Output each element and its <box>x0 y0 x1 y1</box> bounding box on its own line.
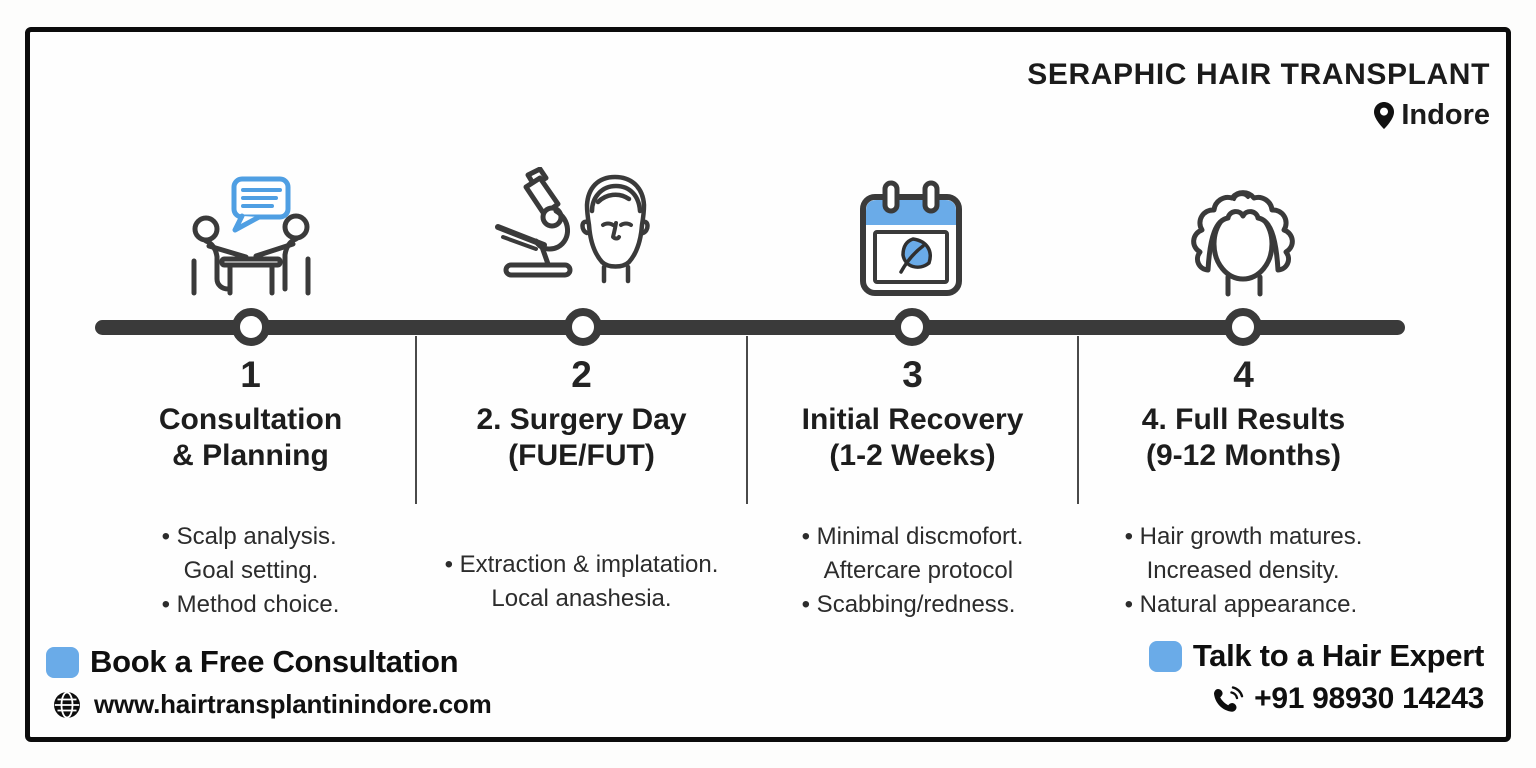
bullet-line: • Minimal discmofort. <box>801 523 1024 550</box>
location-pin-icon <box>1374 102 1395 129</box>
step-title: 4. Full Results (9-12 Months) <box>1125 402 1363 474</box>
step-title-line: (1-2 Weeks) <box>829 439 996 472</box>
step-1-consultation: 1 Consultation & Planning • Scalp analys… <box>159 352 342 622</box>
talk-expert-label: Talk to a Hair Expert <box>1192 638 1484 673</box>
blue-square-bullet <box>46 646 79 678</box>
phone-row: +91 98930 14243 <box>1149 682 1484 716</box>
recovery-calendar-icon <box>855 177 970 302</box>
brand-location-label: Indore <box>1401 99 1490 131</box>
bullet-line: • Scabbing/redness. <box>801 591 1016 618</box>
bullet-line: • Natural appearance. <box>1124 591 1358 618</box>
section-divider <box>415 336 417 504</box>
step-number: 4 <box>1233 354 1254 395</box>
step-title-line: 4. Full Results <box>1141 403 1346 436</box>
bullet-line: • Hair growth matures. <box>1124 523 1363 550</box>
step-title: 2. Surgery Day (FUE/FUT) <box>445 402 719 474</box>
steps-row: 1 Consultation & Planning • Scalp analys… <box>85 352 1409 622</box>
step-number: 3 <box>902 354 923 395</box>
website-row: www.hairtransplantinindore.com <box>46 689 492 720</box>
bullet-line: • Scalp analysis. <box>161 523 337 550</box>
timeline-node-2 <box>564 308 602 346</box>
timeline-node-1 <box>232 308 270 346</box>
brand-header: SERAPHIC HAIR TRANSPLANT Indore <box>1027 58 1490 132</box>
blue-square-bullet <box>1148 640 1182 672</box>
section-divider <box>1077 336 1079 504</box>
bullet-line: Increased density. <box>1146 557 1340 584</box>
bullet-line: • Extraction & implatation. <box>444 551 719 578</box>
bullet-line: Aftercare protocol <box>823 557 1014 584</box>
website-url: www.hairtransplantinindore.com <box>94 689 492 719</box>
globe-icon <box>54 691 80 718</box>
timeline-node-4 <box>1224 308 1262 346</box>
step-3-initial-recovery: 3 Initial Recovery (1-2 Weeks) • Minimal… <box>802 352 1024 622</box>
step-icons-row <box>85 148 1409 302</box>
surgery-microscope-icon <box>482 167 682 302</box>
step-title: Consultation & Planning <box>159 402 342 474</box>
book-consultation-label: Book a Free Consultation <box>90 644 459 679</box>
brand-name: SERAPHIC HAIR TRANSPLANT <box>1027 58 1490 91</box>
full-results-icon <box>1186 172 1302 302</box>
step-title-line: 2. Surgery Day <box>476 403 687 436</box>
book-consultation-row: Book a Free Consultation <box>46 644 492 680</box>
step-title-line: Initial Recovery <box>801 403 1024 436</box>
bullet-line: Local anashesia. <box>491 585 672 612</box>
timeline-bar <box>95 320 1405 335</box>
step-title-line: (FUE/FUT) <box>508 439 655 472</box>
section-divider <box>746 336 748 504</box>
bullet-line: Goal setting. <box>183 557 319 584</box>
step-bullets: • Scalp analysis. Goal setting. • Method… <box>162 520 340 622</box>
step-title: Initial Recovery (1-2 Weeks) <box>802 402 1024 474</box>
step-title-line: Consultation <box>158 403 343 436</box>
step-number: 1 <box>240 354 261 395</box>
consultation-icon <box>176 167 326 302</box>
step-title-line: & Planning <box>172 439 329 472</box>
footer-left: Book a Free Consultation www.hairtranspl… <box>46 644 492 720</box>
phone-icon <box>1214 686 1244 712</box>
step-title-line: (9-12 Months) <box>1146 439 1341 472</box>
brand-location: Indore <box>1027 99 1490 132</box>
step-bullets: • Hair growth matures. Increased density… <box>1125 520 1363 622</box>
phone-number: +91 98930 14243 <box>1254 682 1484 715</box>
footer-right: Talk to a Hair Expert +91 98930 14243 <box>1148 638 1484 716</box>
bullet-line: • Method choice. <box>161 591 340 618</box>
poster-border <box>25 27 1511 742</box>
step-number: 2 <box>571 354 592 395</box>
talk-expert-row: Talk to a Hair Expert <box>1148 638 1484 674</box>
step-bullets: • Minimal discmofort. Aftercare protocol… <box>802 520 1024 622</box>
step-4-full-results: 4 4. Full Results (9-12 Months) • Hair g… <box>1125 352 1363 622</box>
timeline-node-3 <box>893 308 931 346</box>
step-2-surgery-day: 2 2. Surgery Day (FUE/FUT) • Extraction … <box>445 352 719 622</box>
step-bullets: • Extraction & implatation. Local anashe… <box>445 548 719 616</box>
